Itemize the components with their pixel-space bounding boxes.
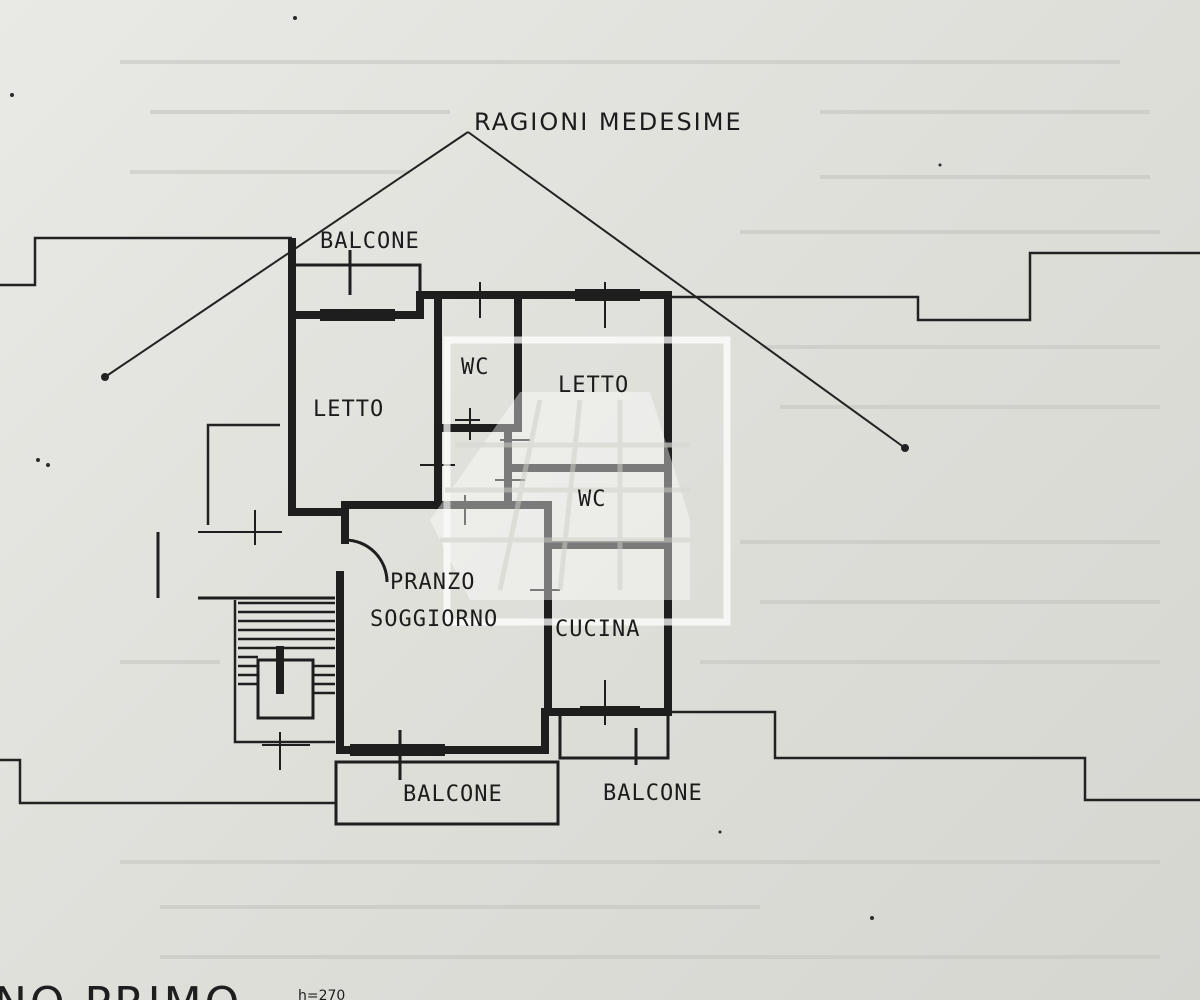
room-label-cucina: CUCINA xyxy=(555,617,640,642)
room-label-wc-mid: WC xyxy=(578,487,607,512)
room-label-letto-right: LETTO xyxy=(558,373,629,398)
roof-label: RAGIONI MEDESIME xyxy=(474,108,743,136)
room-label-letto-left: LETTO xyxy=(313,397,384,422)
staircase xyxy=(156,532,335,744)
room-label-balcone-bottom-left: BALCONE xyxy=(403,782,503,807)
floor-height-note: h=270 xyxy=(298,988,345,1000)
exterior-walls xyxy=(288,238,672,754)
roof-outline xyxy=(101,131,909,452)
room-label-balcone-bottom-right: BALCONE xyxy=(603,781,703,806)
room-label-wc-top: WC xyxy=(461,355,490,380)
room-label-pranzo: PRANZO xyxy=(390,570,475,595)
room-label-soggiorno: SOGGIORNO xyxy=(370,607,498,632)
room-label-balcone-top: BALCONE xyxy=(320,229,420,254)
paper-specks xyxy=(10,16,942,920)
background-typed-text xyxy=(120,60,1160,959)
floor-label: NO PRIMO xyxy=(0,978,242,1000)
adjacent-building-outline xyxy=(0,236,1200,805)
watermark-logo xyxy=(430,336,731,626)
